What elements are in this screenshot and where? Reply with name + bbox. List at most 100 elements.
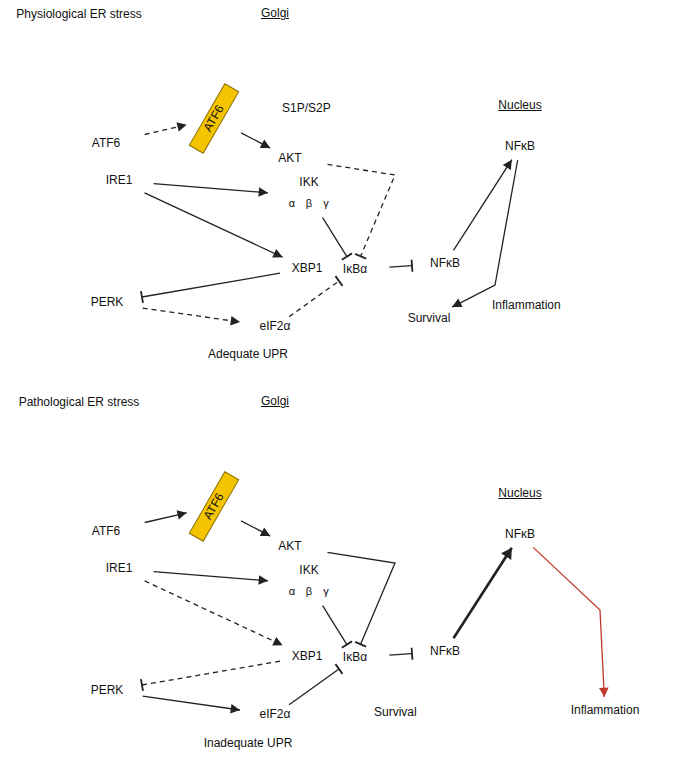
node-label: ATF6 — [92, 137, 120, 150]
connector — [145, 122, 187, 134]
connector — [328, 164, 396, 258]
subunit-circle: γ — [316, 582, 335, 600]
protein-box: ATF6 — [62, 523, 150, 540]
connector — [141, 273, 280, 303]
connector — [389, 260, 412, 272]
receptor-stack: IRE1 — [86, 165, 152, 197]
node-label: β — [306, 197, 312, 209]
node-label: Inadequate UPR — [204, 737, 293, 750]
node-label: XBP1 — [292, 262, 323, 275]
node-label: Survival — [408, 312, 451, 325]
factor-box: NFκB — [414, 252, 476, 275]
node-label: IRE1 — [106, 562, 133, 575]
connector — [533, 547, 608, 697]
atf6-stub — [8, 136, 64, 152]
receptor-stack: IRE1 — [86, 553, 152, 585]
outcome-box: Inflammation — [555, 699, 655, 722]
node-label: α — [289, 197, 295, 209]
node-label: γ — [323, 585, 329, 597]
node-heading: Golgi — [261, 395, 289, 408]
connector — [145, 581, 283, 646]
subunit-circle: γ — [316, 194, 335, 212]
connector — [154, 572, 268, 585]
golgi-stub — [228, 464, 242, 474]
connector — [289, 276, 342, 317]
subunit-circle: α — [282, 194, 303, 212]
node-label: NFκB — [430, 645, 460, 658]
subunit-circle: α — [282, 582, 303, 600]
scissors — [246, 99, 273, 124]
connector — [454, 160, 512, 251]
kinase-ellipse: AKT — [248, 148, 332, 169]
inhibitor-ellipse: IκBα — [322, 258, 388, 281]
node-label: XBP1 — [292, 650, 323, 663]
connector — [241, 521, 270, 536]
receptor-stack: PERK — [72, 674, 142, 708]
node-heading: Nucleus — [498, 99, 541, 112]
node-label: Physiological ER stress — [16, 8, 141, 21]
node-label: ATF6 — [92, 525, 120, 538]
seesaw — [392, 310, 612, 348]
factor-box: NFκB — [490, 136, 550, 158]
free-label: Survival — [374, 706, 417, 719]
node-label: Adequate UPR — [208, 348, 288, 361]
node-label: NFκB — [430, 257, 460, 270]
connector — [143, 308, 240, 325]
receptor-stack: PERK — [72, 286, 142, 320]
connector — [154, 184, 268, 197]
connector — [145, 510, 187, 522]
status-box: Inadequate UPR — [188, 733, 308, 755]
node-label: AKT — [278, 540, 301, 553]
node-label: α — [289, 585, 295, 597]
complex-ellipse: IKK αβγ — [270, 176, 348, 216]
node-label: PERK — [91, 296, 124, 309]
scissors — [246, 487, 273, 512]
connector — [241, 133, 270, 148]
atf6-stub — [8, 524, 64, 540]
free-label: S1P/S2P — [282, 102, 331, 115]
protein-pill: eIF2α — [242, 706, 308, 724]
connector — [141, 661, 280, 691]
node-label: Pathological ER stress — [19, 396, 140, 409]
node-label: IκBα — [343, 263, 367, 276]
golgi-organelle-shape — [200, 410, 350, 470]
title-box: Physiological ER stress — [4, 4, 154, 26]
golgi-stub — [228, 76, 242, 86]
complex-ellipse: IKKαβγ — [270, 564, 348, 604]
connector — [289, 664, 342, 705]
protein-box: ATF6 — [189, 83, 240, 154]
protein-box: XBP1 — [282, 258, 332, 279]
node-label: NFκB — [505, 140, 535, 153]
connector — [328, 552, 396, 646]
nucleus-shape — [425, 114, 615, 230]
seesaw — [368, 690, 552, 728]
connector — [389, 648, 412, 660]
inhibitor-ellipse: IκBα — [322, 646, 388, 669]
connector — [145, 193, 283, 258]
nucleus-shape — [425, 502, 615, 618]
node-label: AKT — [278, 152, 301, 165]
factor-box: NFκB — [490, 524, 550, 546]
node-label: ATF6 — [201, 103, 227, 134]
nucleus: NucleusNFκB — [425, 98, 615, 230]
protein-box: ATF6 — [62, 135, 150, 152]
er-membrane — [16, 24, 102, 370]
node-label: ATF6 — [201, 491, 227, 522]
subunit-circle: β — [299, 582, 320, 600]
node-label: eIF2α — [260, 708, 291, 721]
node-label: PERK — [91, 684, 124, 697]
golgi-organelle: Golgi — [200, 6, 350, 82]
node-label: β — [306, 585, 312, 597]
node-label: γ — [323, 197, 329, 209]
connector — [323, 606, 352, 648]
kinase-ellipse: AKT — [248, 536, 332, 557]
connector — [143, 696, 240, 713]
protein-box: ATF6 — [189, 471, 240, 542]
node-heading: IKK — [299, 176, 318, 189]
er-membrane — [16, 412, 102, 756]
node-label: eIF2α — [260, 320, 291, 333]
golgi-organelle: Golgi — [200, 394, 350, 470]
free-label: Inflammation — [492, 299, 561, 312]
